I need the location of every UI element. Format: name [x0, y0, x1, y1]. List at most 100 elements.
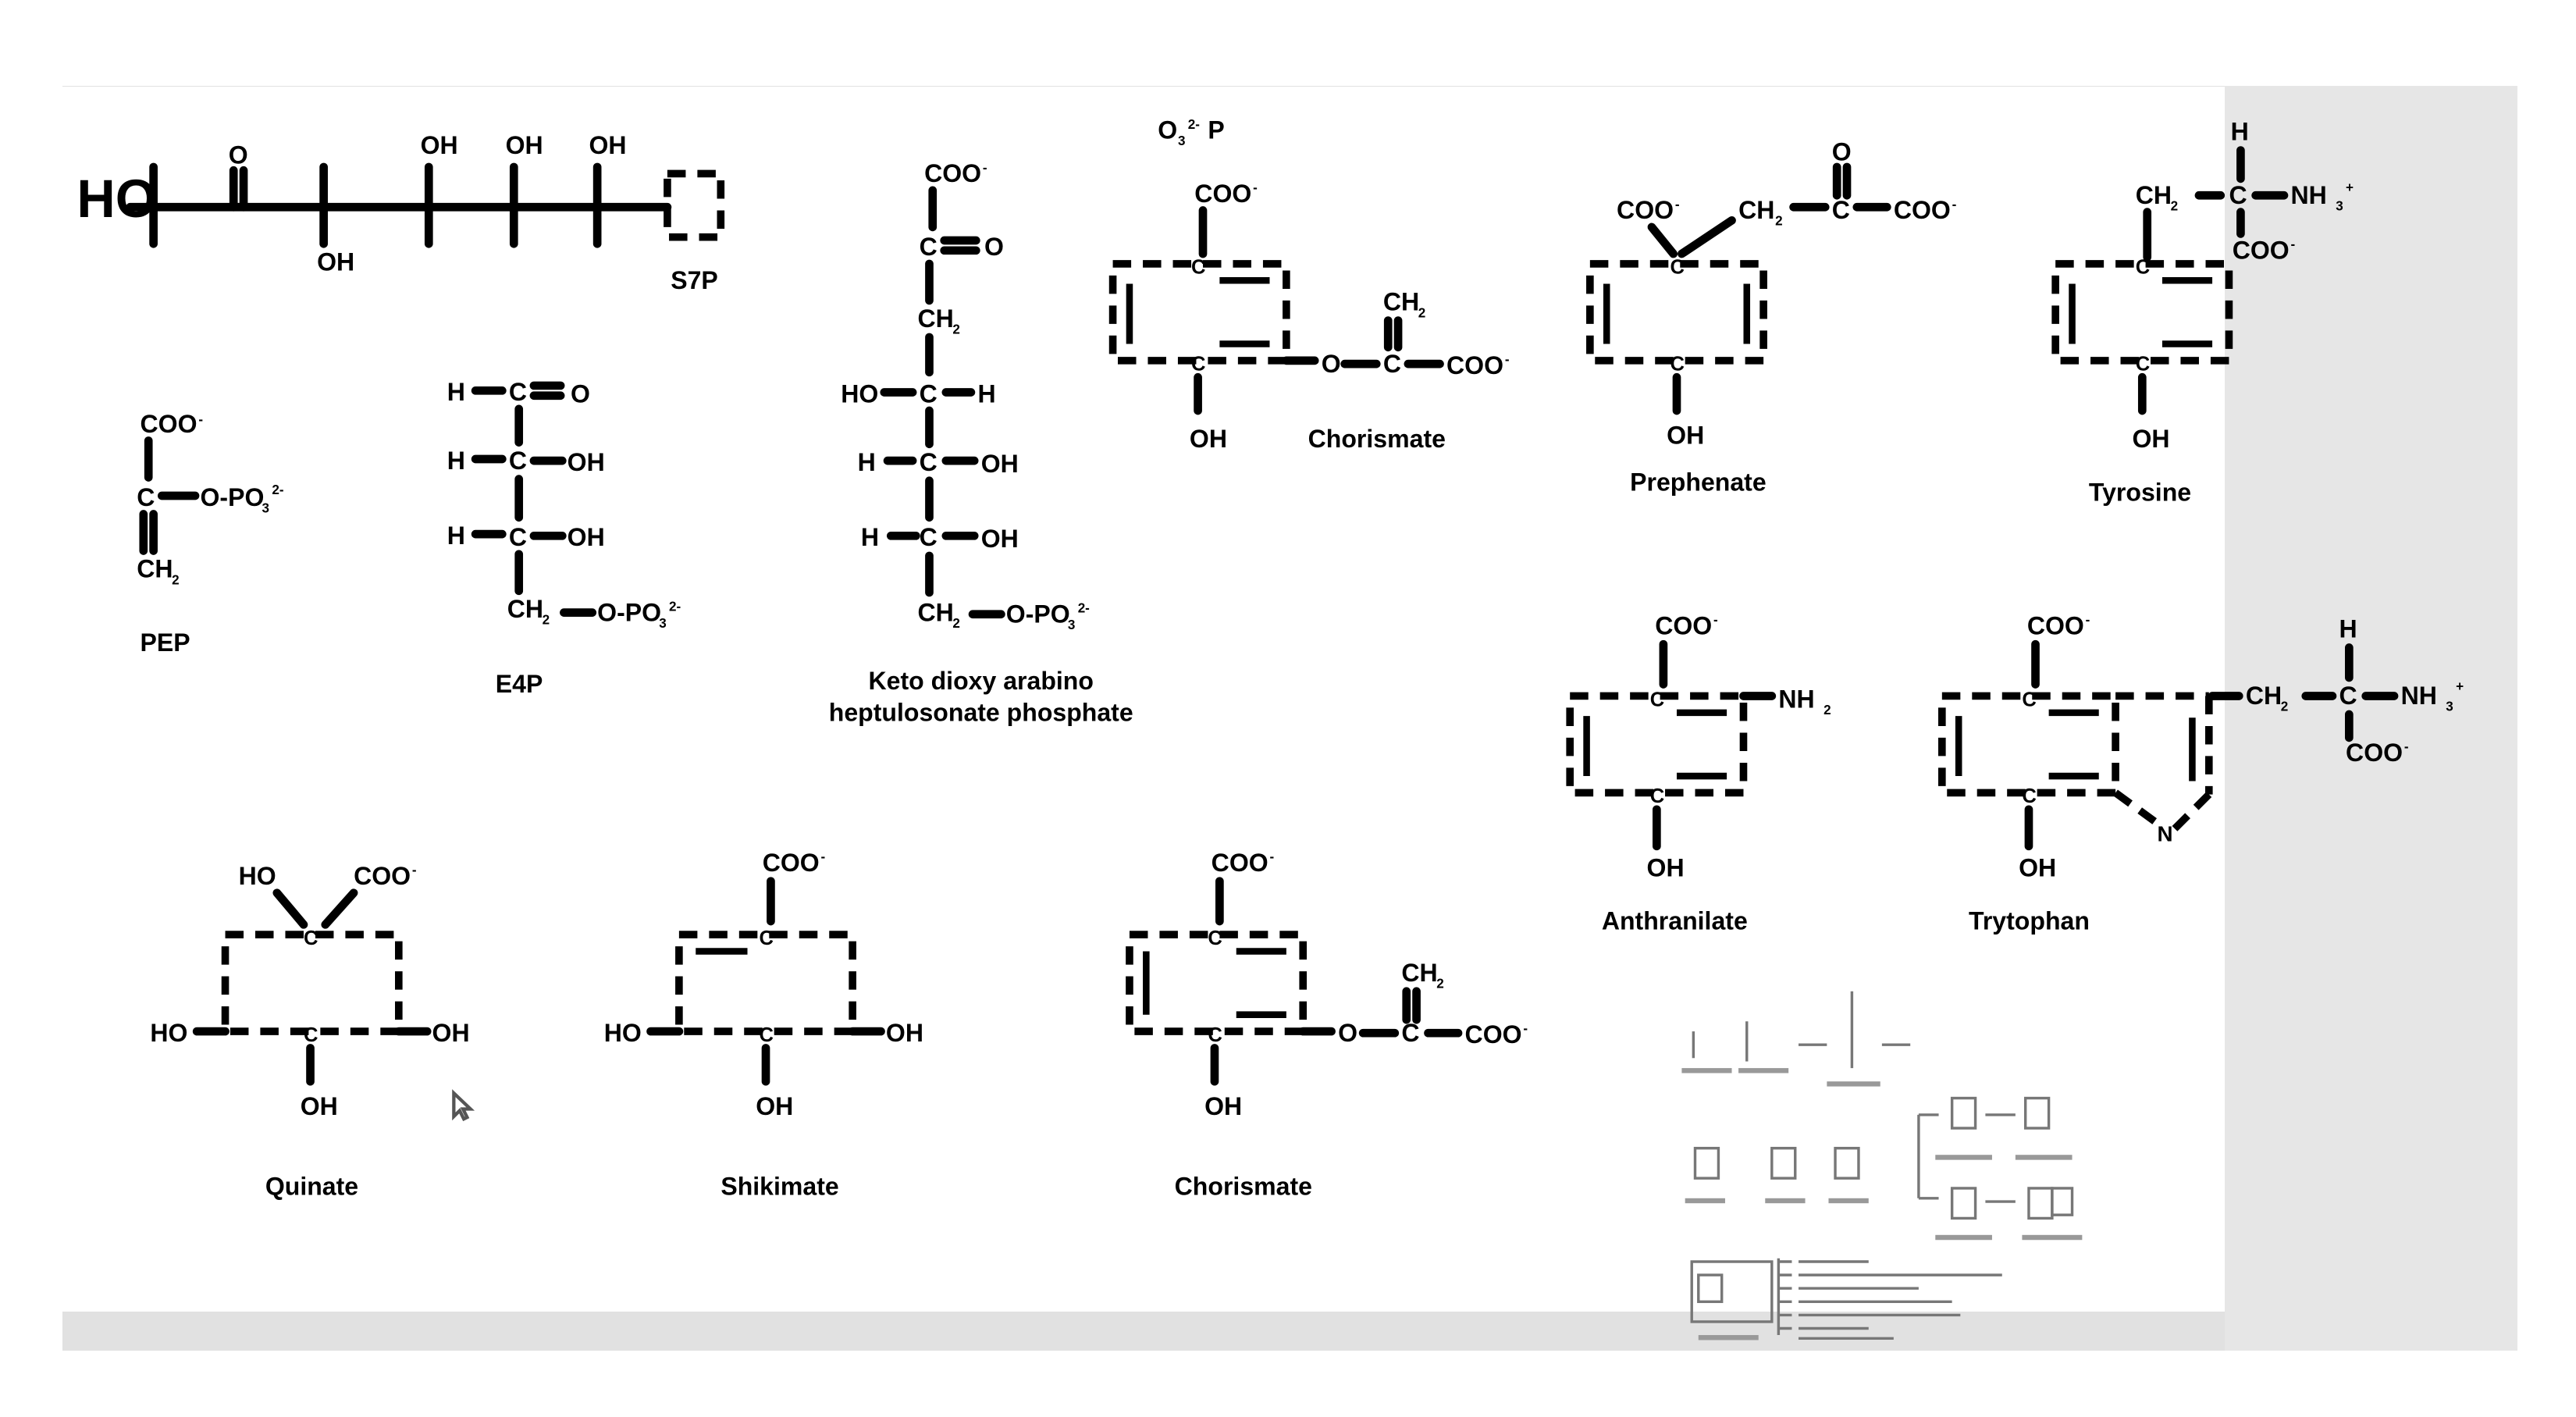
svg-text:NH: NH — [2401, 682, 2437, 710]
svg-text:COO: COO — [1194, 180, 1251, 208]
svg-text:COO: COO — [1894, 196, 1951, 224]
svg-text:OH: OH — [317, 247, 354, 276]
svg-text:H: H — [858, 448, 876, 476]
svg-text:3: 3 — [1068, 618, 1076, 632]
svg-text:C: C — [2022, 689, 2037, 710]
svg-text:2-: 2- — [1188, 117, 1200, 132]
svg-text:C: C — [509, 378, 527, 406]
svg-text:C: C — [1383, 350, 1401, 378]
anthranilate-label: Anthranilate — [1602, 907, 1748, 935]
svg-text:C: C — [920, 523, 938, 551]
svg-text:C: C — [2339, 682, 2357, 710]
svg-text:OH: OH — [2019, 853, 2056, 881]
svg-text:COO: COO — [1212, 849, 1268, 877]
svg-text:2-: 2- — [1078, 601, 1090, 616]
svg-text:-: - — [1952, 197, 1957, 212]
svg-text:-: - — [1505, 352, 1510, 367]
svg-text:-: - — [2291, 237, 2296, 252]
svg-text:HO: HO — [150, 1019, 187, 1047]
svg-text:-: - — [1713, 613, 1718, 628]
prephenate-label: Prephenate — [1630, 468, 1767, 497]
svg-text:O: O — [1322, 350, 1341, 378]
svg-text:OH: OH — [1204, 1092, 1242, 1120]
svg-text:O: O — [1338, 1019, 1357, 1047]
e4p-label: E4P — [496, 670, 543, 698]
svg-text:C: C — [1650, 689, 1665, 710]
svg-text:C: C — [920, 233, 938, 261]
dahp-label-line1: Keto dioxy arabino — [868, 667, 1093, 695]
svg-text:2: 2 — [2281, 700, 2288, 714]
svg-text:2: 2 — [952, 616, 959, 631]
svg-text:COO: COO — [1617, 196, 1674, 224]
svg-text:OH: OH — [756, 1092, 793, 1120]
svg-text:C: C — [509, 447, 527, 475]
svg-text:C: C — [759, 927, 774, 949]
svg-text:O: O — [1158, 116, 1177, 144]
chorismate-top-structure: O 3 2- P COO - C C OH O C CH 2 COO - Cho… — [1108, 116, 1510, 453]
svg-text:2: 2 — [1775, 214, 1783, 229]
svg-text:2-: 2- — [272, 482, 283, 497]
svg-text:2: 2 — [2171, 199, 2179, 214]
svg-text:HO: HO — [604, 1019, 642, 1047]
pep-structure: COO - C O-PO 3 2- CH 2 PEP — [137, 410, 283, 657]
svg-text:-: - — [2086, 613, 2090, 628]
svg-text:COO: COO — [2027, 611, 2084, 639]
svg-text:-: - — [1253, 180, 1258, 195]
svg-text:C: C — [2229, 181, 2247, 209]
svg-text:C: C — [920, 379, 938, 408]
shikimate-label: Shikimate — [720, 1173, 838, 1201]
tyrosine-structure: H C CH 2 NH 3 + COO - C C OH Tyrosine — [2051, 118, 2354, 506]
svg-text:C: C — [920, 448, 938, 476]
svg-text:-: - — [1269, 849, 1274, 864]
svg-text:OH: OH — [506, 131, 543, 159]
svg-text:O-PO: O-PO — [200, 483, 264, 511]
svg-text:COO: COO — [1655, 611, 1712, 639]
svg-text:C: C — [2022, 785, 2037, 807]
svg-text:CH: CH — [2136, 181, 2172, 209]
svg-text:-: - — [198, 412, 203, 427]
svg-text:-: - — [1523, 1021, 1528, 1036]
svg-text:O-PO: O-PO — [1006, 600, 1070, 628]
svg-text:3: 3 — [659, 616, 667, 631]
svg-text:2: 2 — [1418, 305, 1426, 320]
slide-bottom-bar — [62, 1312, 2225, 1351]
svg-text:NH: NH — [1778, 685, 1814, 713]
svg-text:+: + — [2346, 180, 2354, 195]
svg-text:H: H — [977, 379, 995, 408]
e4p-structure: H C O H C OH H C OH CH 2 O-PO 3 2- E4P — [447, 378, 681, 698]
svg-text:OH: OH — [1190, 425, 1227, 453]
svg-text:COO: COO — [1446, 351, 1503, 379]
svg-text:H: H — [447, 378, 465, 406]
svg-text:CH: CH — [918, 598, 954, 626]
svg-text:OH: OH — [981, 525, 1019, 553]
svg-text:NH: NH — [2291, 181, 2327, 209]
mouse-cursor-icon — [452, 1089, 475, 1122]
svg-text:2: 2 — [1436, 976, 1444, 991]
chorismate-bottom-label: Chorismate — [1175, 1173, 1312, 1201]
svg-text:3: 3 — [2336, 199, 2343, 214]
svg-text:COO: COO — [1465, 1020, 1522, 1049]
svg-text:+: + — [2456, 679, 2464, 694]
svg-text:3: 3 — [2446, 700, 2453, 714]
svg-text:2: 2 — [952, 322, 959, 337]
svg-text:COO: COO — [924, 159, 981, 187]
svg-text:-: - — [821, 849, 826, 864]
svg-text:OH: OH — [568, 523, 605, 551]
svg-text:C: C — [509, 523, 527, 551]
svg-text:OH: OH — [886, 1019, 923, 1047]
pep-label: PEP — [141, 628, 190, 657]
svg-text:2-: 2- — [669, 599, 681, 614]
shikimate-structure: COO - C C HO OH OH Shikimate — [604, 849, 923, 1201]
svg-text:CH: CH — [1383, 288, 1419, 316]
chorismate-bottom-structure: COO - C C O C CH 2 COO - OH Chorismate — [1126, 849, 1528, 1201]
svg-text:H: H — [447, 522, 465, 550]
tyrosine-label: Tyrosine — [2089, 478, 2191, 506]
svg-text:OH: OH — [301, 1092, 338, 1120]
svg-text:OH: OH — [1647, 853, 1685, 881]
svg-text:CH: CH — [507, 595, 543, 623]
dahp-structure: COO - C O CH 2 HO C H H C OH H C OH CH 2… — [829, 159, 1133, 726]
dahp-label-line2: heptulosonate phosphate — [829, 699, 1133, 727]
svg-text:-: - — [412, 863, 417, 878]
svg-text:O: O — [571, 379, 590, 408]
